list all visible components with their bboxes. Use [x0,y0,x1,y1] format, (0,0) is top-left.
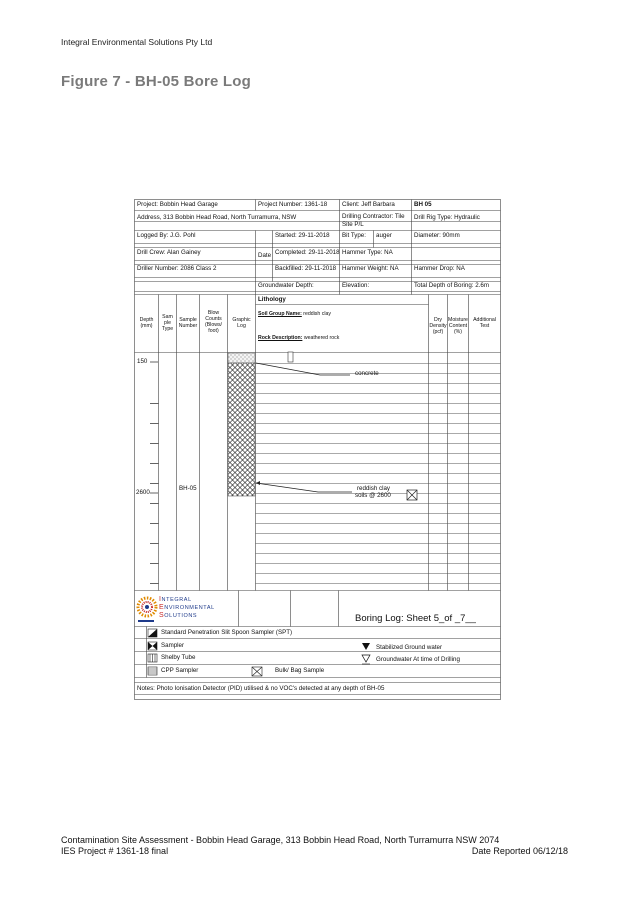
rock-description: Rock Description: weathered rock [258,335,340,341]
started-date: Started: 29-11-2018 [275,232,330,239]
logo-line-1: INTEGRAL [159,596,192,603]
soil-group-value: reddish clay [303,311,331,317]
legend-groundwater-drilling: Groundwater At time of Drilling [376,656,460,663]
concrete-leader [255,362,350,376]
legend-bulk: Bulk/ Bag Sample [275,667,325,674]
figure-title: Figure 7 - BH-05 Bore Log [61,73,252,90]
stabilized-water-symbol [362,643,370,650]
col-blow-counts: Blow Counts (Blows/ foot) [204,310,222,334]
legend-cpp: CPP Sampler [161,667,199,674]
spt-symbol [147,628,158,638]
clay-leader [255,482,352,493]
depth-top: 150 [137,358,148,365]
col-sample-number: Sample Number [178,317,198,329]
drilling-contractor: Drilling Contractor: Tile [342,213,405,220]
legend-sampler: Sampler [161,642,185,649]
footer-site: Contamination Site Assessment - Bobbin H… [61,835,500,845]
col-lithology: Lithology [258,296,286,303]
groundwater-drilling-symbol [361,654,371,665]
project-name: Project: Bobbin Head Garage [137,201,218,208]
project-number: Project Number: 1361-18 [258,201,328,208]
bulk-bag-symbol [251,666,263,677]
sample-marker [287,351,294,363]
col-graphic-log: Graphic Log [232,317,251,329]
groundwater-depth: Groundwater Depth: [258,282,314,289]
legend-stabilized-water: Stabilized Ground water [376,644,443,651]
notes: Notes: Photo Ionisation Detector (PID) u… [137,685,385,692]
drilling-contractor-2: Site P/L [342,221,364,228]
col-sample-type: Sam ple Type [161,314,174,332]
soil-group: Soil Group Name: reddish clay [258,311,331,317]
bit-type-label: Bit Type: [342,232,366,239]
rock-desc-label: Rock Description: [258,335,303,341]
col-additional-test: Additional Test [473,317,496,329]
annotation-concrete: concrete [355,370,379,377]
annotation-clay: reddish clay [357,485,391,492]
concrete-layer [227,352,256,364]
annotation-clay-depth: soils @ 2600 [355,492,391,499]
hammer-drop: Hammer Drop: NA [414,265,465,272]
hammer-weight: Hammer Weight: NA [342,265,399,272]
company-name: Integral Environmental Solutions Pty Ltd [61,37,213,47]
sampler-symbol [147,641,158,651]
backfilled-date: Backfilled: 29-11-2018 [275,265,337,272]
logo-line-2: ENVIRONMENTAL [159,604,215,611]
client-name: Client: Jeff Barbara [342,201,395,208]
col-moisture: Moisture Content (%) [448,317,468,335]
site-address: Address, 313 Bobbin Head Road, North Tur… [137,214,297,221]
company-logo [136,596,158,622]
rig-type: Drill Rig Type: Hydraulic [414,214,480,221]
sample-id: BH-05 [179,485,197,492]
shelby-tube-symbol [147,653,158,663]
depth-bottom: 2600 [136,489,150,496]
diameter: Diameter: 90mm [414,232,460,239]
legend-spt: Standard Penetration Slit Spoon Sampler … [161,629,293,636]
footer-project: IES Project # 1361-18 final [61,846,169,856]
clay-arrow [256,481,260,485]
col-depth: Depth (mm) [139,317,154,329]
footer-date: Date Reported 06/12/18 [471,846,568,856]
col-dry-density: Dry Density (pcf) [429,317,447,335]
logo-line-3: SOLUTIONS [159,612,198,619]
cpp-sampler-symbol [147,666,158,676]
sheet-label: Boring Log: Sheet 5_of _7__ [355,613,476,624]
driller-number: Driller Number: 2086 Class 2 [137,265,217,272]
clay-layer [227,362,256,497]
form-border [134,199,501,700]
date-label: Date [258,252,272,259]
elevation: Elevation: [342,282,370,289]
bit-type-value: auger [376,232,392,239]
drill-crew: Drill Crew: Alan Gainey [137,249,201,256]
logged-by: Logged By: J.G. Pohl [137,232,196,239]
bore-id: BH 05 [414,201,432,208]
hammer-type: Hammer Type: NA [342,249,393,256]
total-depth: Total Depth of Boring: 2.6m [414,282,489,289]
soil-group-label: Soil Group Name: [258,311,302,317]
completed-date: Completed: 29-11-2018 [275,249,340,256]
rock-desc-value: weathered rock [303,335,340,341]
legend-shelby: Shelby Tube [161,654,196,661]
